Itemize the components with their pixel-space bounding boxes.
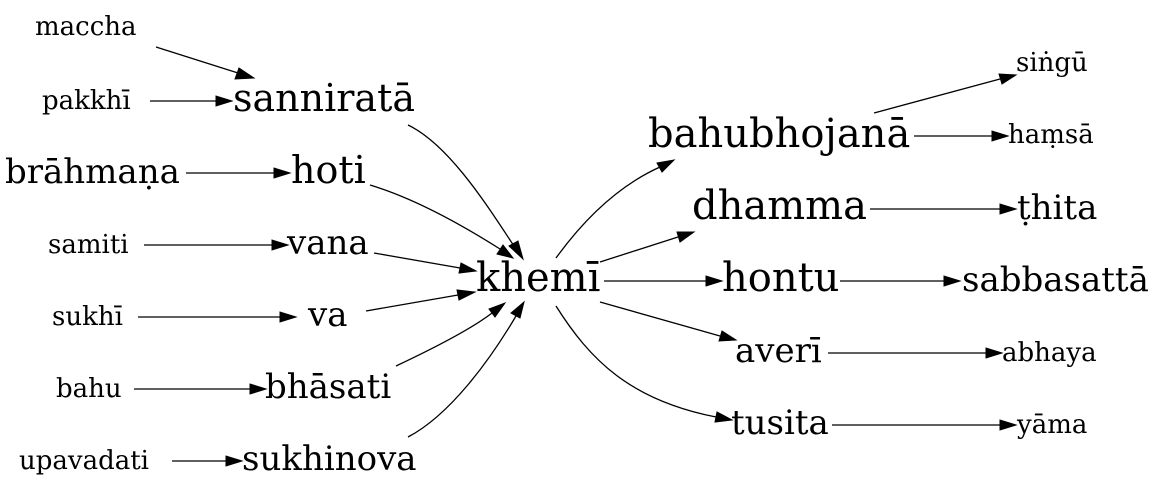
- edge-khemi-bahubhojana: [555, 159, 676, 259]
- edge-sukhinova-khemi: [407, 300, 525, 438]
- node-dhamma: dhamma: [692, 183, 867, 229]
- node-brahmana: brāhmaṇa: [5, 152, 180, 192]
- edge-bhasati-khemi: [395, 301, 507, 367]
- edge-dhamma-thita: [870, 203, 1018, 215]
- edge-khemi-tusita: [555, 305, 734, 423]
- node-upavadati: upavadati: [19, 446, 149, 476]
- edge-maccha-sannirata: [155, 46, 256, 80]
- edge-khemi-dhamma: [599, 231, 696, 263]
- edge-bahubhojana-singu: [873, 73, 1018, 114]
- edge-averi-abhaya: [828, 347, 1004, 359]
- edge-bahu-bhasati: [134, 383, 268, 395]
- node-singu: siṅgū: [1016, 48, 1088, 78]
- node-khemi: khemī: [476, 255, 601, 301]
- edge-bahubhojana-hamsa: [914, 130, 1010, 142]
- node-samiti: samiti: [48, 230, 129, 260]
- node-sukhi: sukhī: [52, 302, 123, 332]
- node-yama: yāma: [1017, 410, 1088, 440]
- edge-tusita-yama: [832, 419, 1018, 431]
- node-maccha: maccha: [35, 12, 137, 42]
- edge-brahmana-hoti: [186, 167, 292, 179]
- node-sannirata: sanniratā: [233, 76, 416, 120]
- edge-samiti-vana: [144, 239, 290, 251]
- edge-khemi-hontu: [604, 275, 724, 287]
- node-abhaya: abhaya: [1002, 338, 1097, 368]
- edge-khemi-averi: [599, 301, 738, 342]
- node-vana: vana: [287, 223, 369, 263]
- node-sukhinova: sukhinova: [242, 439, 417, 479]
- edge-hoti-khemi: [369, 184, 515, 259]
- node-bahubhojana: bahubhojanā: [648, 111, 911, 157]
- node-hoti: hoti: [291, 148, 366, 192]
- node-bhasati: bhāsati: [265, 367, 392, 407]
- node-tusita: tusita: [731, 403, 829, 443]
- node-bahu: bahu: [56, 374, 122, 404]
- node-sabbasatta: sabbasattā: [962, 260, 1149, 300]
- node-averi: averī: [735, 331, 822, 371]
- edge-hontu-sabbasatta: [840, 275, 962, 287]
- edge-vana-khemi: [373, 252, 478, 274]
- edge-va-khemi: [365, 289, 477, 312]
- node-va: va: [308, 295, 348, 335]
- node-pakkhi: pakkhī: [42, 86, 131, 116]
- edge-sannirata-khemi: [407, 124, 524, 261]
- edge-pakkhi-sannirata: [150, 95, 234, 107]
- node-hontu: hontu: [722, 255, 840, 301]
- node-thita: ṭhita: [1017, 188, 1098, 228]
- node-hamsa: haṃsā: [1008, 120, 1094, 150]
- edge-sukhi-va: [138, 311, 298, 323]
- edge-upavadati-sukhinova: [172, 455, 244, 467]
